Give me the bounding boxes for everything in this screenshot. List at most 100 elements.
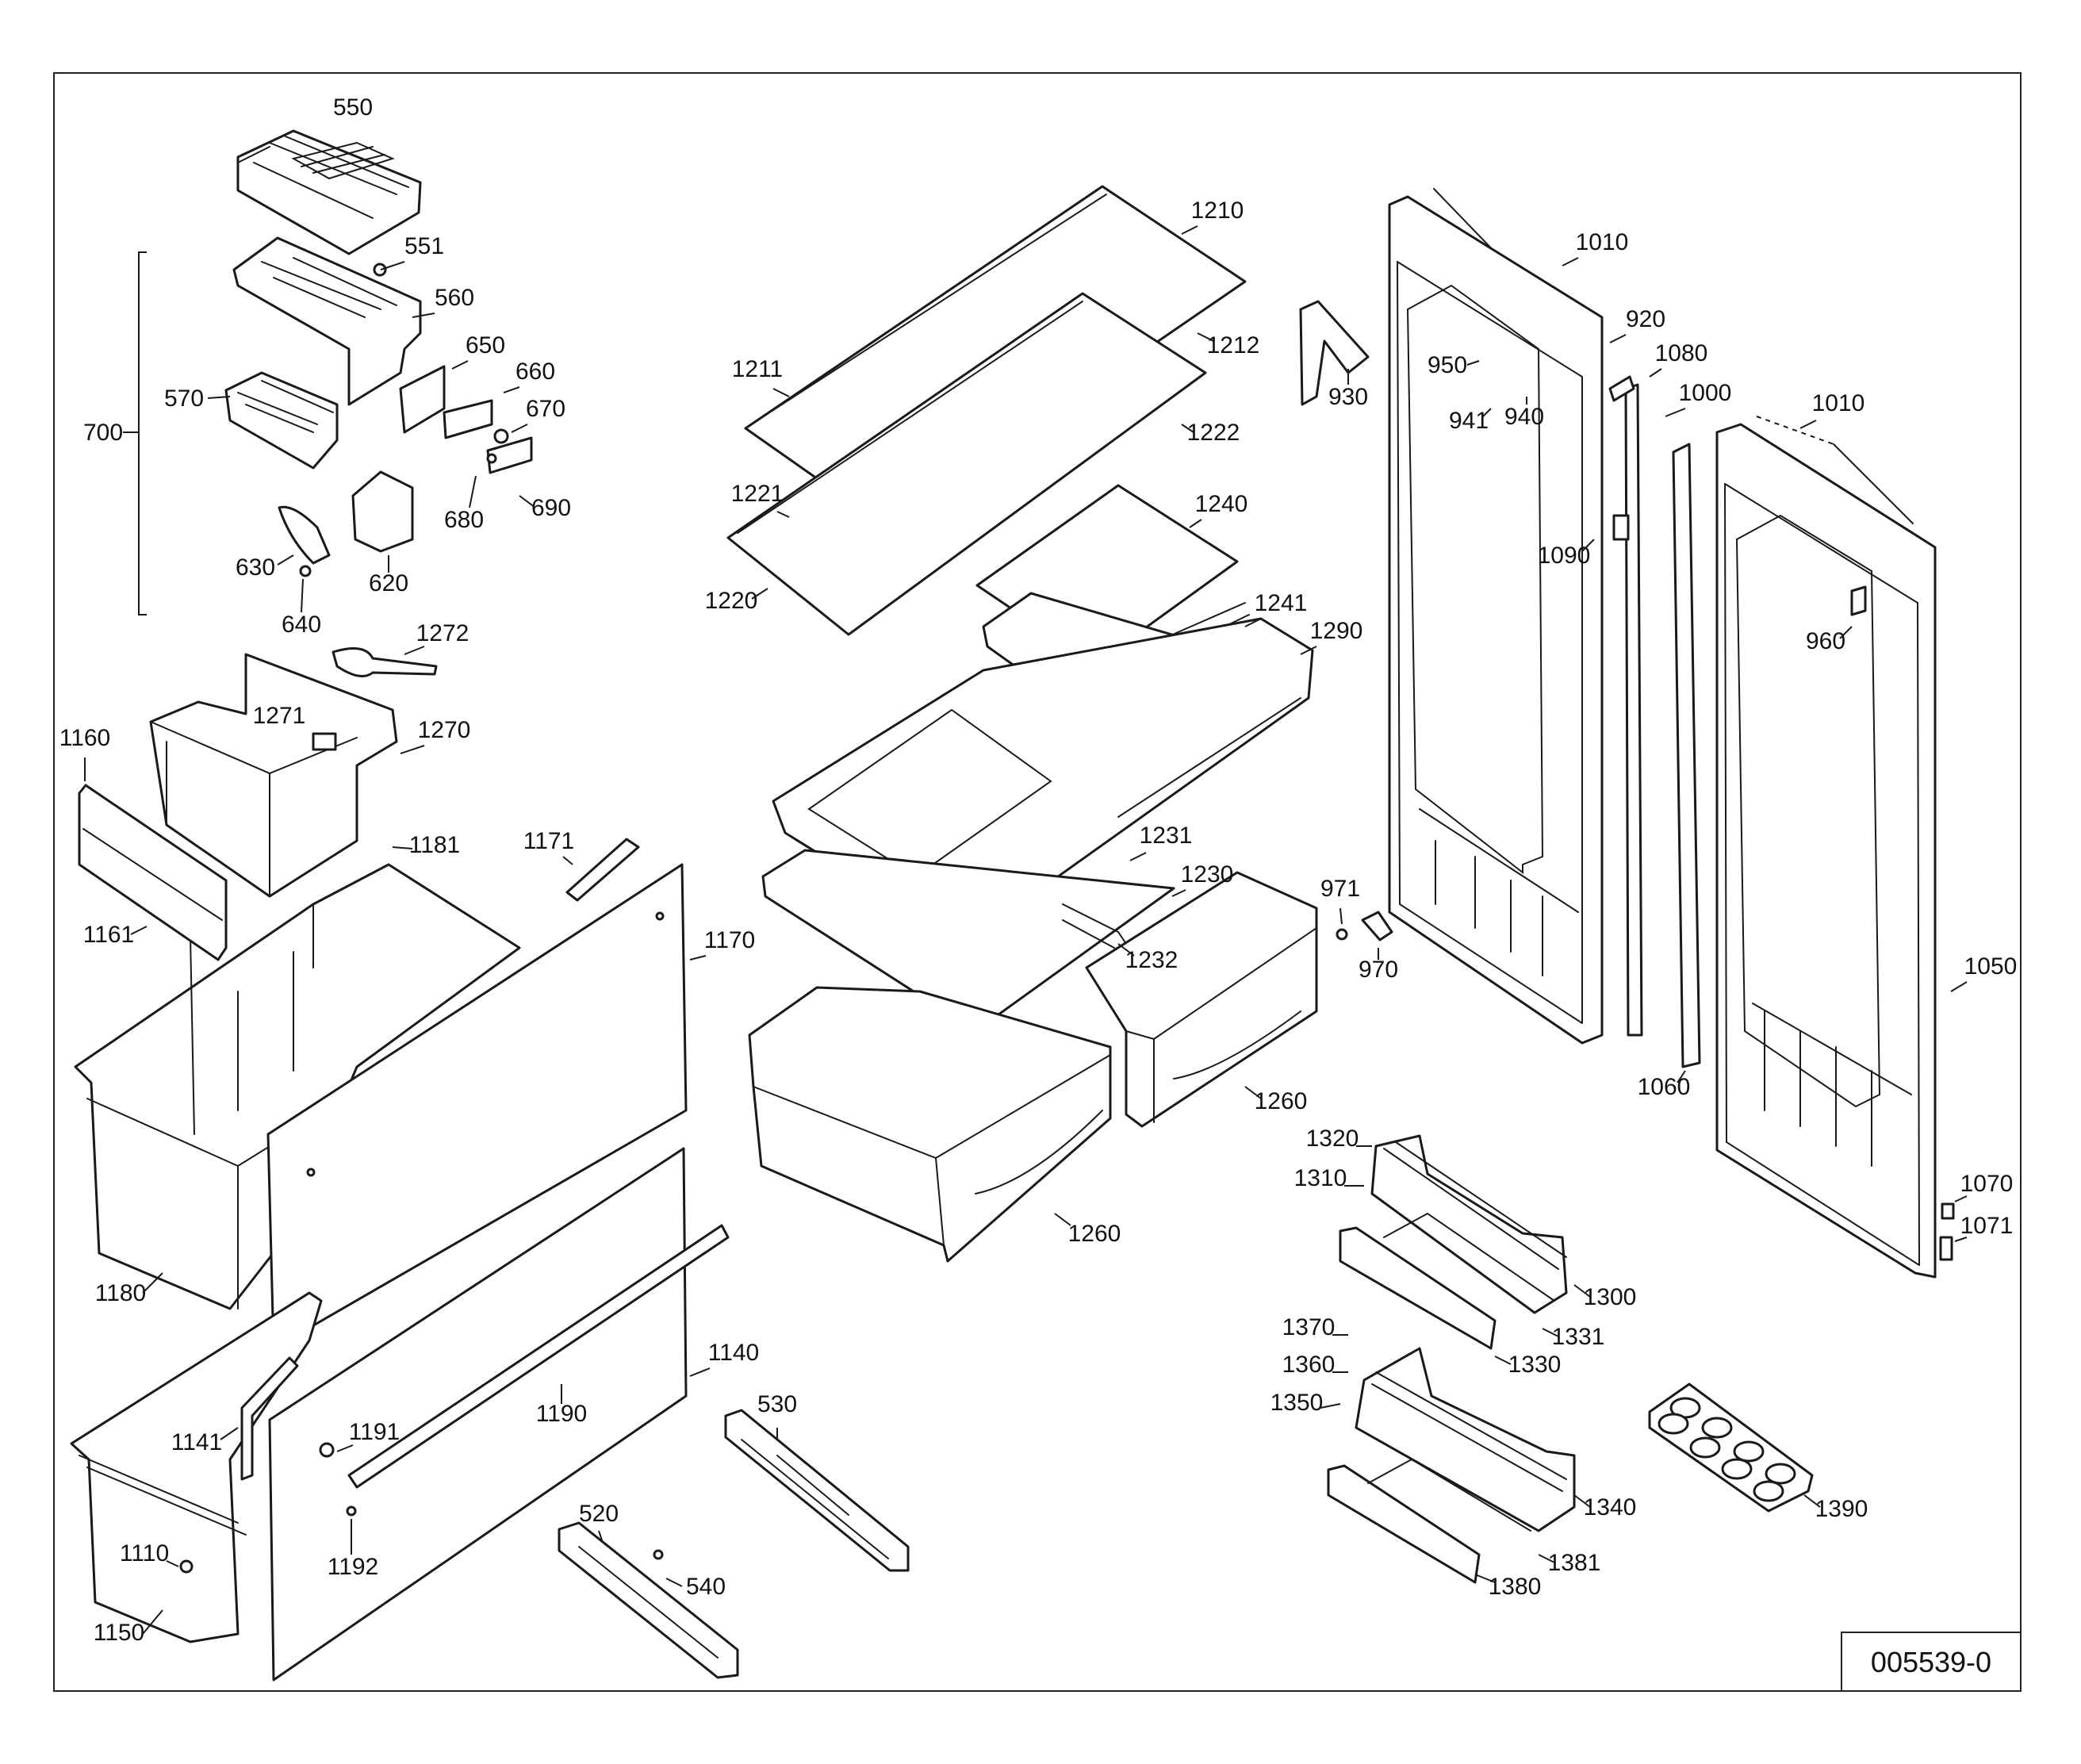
leader-line <box>1494 1356 1512 1365</box>
rails-520-530 <box>558 1409 910 1679</box>
callout-1192: 1192 <box>328 1554 379 1580</box>
leader-line <box>689 1367 711 1377</box>
callout-700: 700 <box>83 420 123 446</box>
callout-660: 660 <box>515 359 555 385</box>
callout-1191: 1191 <box>349 1419 400 1445</box>
callout-1340: 1340 <box>1584 1494 1637 1520</box>
ice-bin-1270 <box>149 647 438 898</box>
drawing-code: 005539-0 <box>1871 1646 1991 1678</box>
crisper-drawers <box>748 871 1318 1263</box>
callout-1171: 1171 <box>523 828 575 854</box>
callout-1110: 1110 <box>120 1540 169 1567</box>
callout-1310: 1310 <box>1294 1165 1347 1191</box>
leader-line <box>130 926 148 935</box>
leader-line <box>142 1272 163 1294</box>
callout-551: 551 <box>404 233 444 259</box>
leader-line <box>1799 420 1817 429</box>
leader-line <box>1954 1237 1968 1242</box>
callout-650: 650 <box>466 332 505 359</box>
callout-1080: 1080 <box>1655 340 1708 366</box>
callout-1300: 1300 <box>1584 1284 1637 1310</box>
callout-1360: 1360 <box>1282 1352 1336 1378</box>
leader-line <box>1197 332 1214 342</box>
callout-1381: 1381 <box>1548 1550 1601 1576</box>
callout-630: 630 <box>236 554 275 581</box>
freezer-drawer-1150 <box>70 1147 730 1682</box>
leader-line <box>665 1578 683 1587</box>
callout-1010a: 1010 <box>1576 229 1629 255</box>
ice-maker-assembly <box>138 129 533 615</box>
leader-line <box>776 511 790 518</box>
leader-line <box>1300 646 1317 655</box>
leader-line <box>689 955 707 961</box>
leader-line <box>1181 225 1198 235</box>
callout-1260b: 1260 <box>1255 1088 1308 1114</box>
callout-1161: 1161 <box>83 922 135 948</box>
callout-640: 640 <box>282 612 321 638</box>
leader-line <box>1950 981 1968 992</box>
leader-line <box>1665 408 1686 417</box>
callout-941: 941 <box>1449 408 1489 434</box>
leader-line <box>562 856 573 865</box>
callout-930: 930 <box>1328 384 1368 410</box>
callout-1181: 1181 <box>409 832 461 858</box>
callout-1060: 1060 <box>1638 1074 1691 1100</box>
leader-line <box>220 1427 239 1440</box>
callout-1212: 1212 <box>1207 332 1260 359</box>
leader-line <box>511 424 528 433</box>
leader-line <box>469 475 477 508</box>
leader-line <box>1117 943 1135 957</box>
leader-line <box>598 1530 604 1544</box>
callout-1211: 1211 <box>732 356 784 382</box>
leader-line <box>1677 1070 1686 1083</box>
leader-line <box>1054 1213 1071 1226</box>
callout-1222: 1222 <box>1187 420 1240 446</box>
callout-1272: 1272 <box>416 620 469 646</box>
callout-1190: 1190 <box>536 1401 588 1427</box>
callout-1071: 1071 <box>1960 1213 2014 1239</box>
leader-line <box>1129 852 1147 861</box>
leader-line <box>451 360 469 370</box>
callout-1350: 1350 <box>1270 1390 1324 1416</box>
leader-line <box>1181 424 1194 433</box>
leader-line <box>1562 257 1579 267</box>
callout-1271: 1271 <box>253 703 306 729</box>
leader-line <box>1649 368 1662 378</box>
egg-cups <box>1658 1397 1796 1502</box>
leader-line <box>1573 1494 1591 1508</box>
callout-550: 550 <box>333 94 373 121</box>
leader-line <box>1244 618 1262 627</box>
egg-cup <box>1721 1458 1753 1480</box>
callout-1240: 1240 <box>1195 491 1248 517</box>
callout-520: 520 <box>579 1501 619 1527</box>
callout-920: 920 <box>1626 306 1665 332</box>
leader-line <box>1839 626 1853 639</box>
callout-950: 950 <box>1428 352 1467 378</box>
callout-1140: 1140 <box>708 1340 760 1366</box>
leader-line <box>1542 1328 1559 1337</box>
callout-960: 960 <box>1806 628 1845 654</box>
callout-1150: 1150 <box>94 1620 145 1646</box>
door-1010-left <box>1299 188 1701 1068</box>
callout-971: 971 <box>1320 876 1360 902</box>
callout-1232: 1232 <box>1125 947 1178 973</box>
leader-line <box>1573 1284 1591 1298</box>
callout-1141: 1141 <box>171 1429 223 1455</box>
leader-line <box>336 1444 354 1452</box>
callout-1380: 1380 <box>1489 1574 1542 1600</box>
callout-1370: 1370 <box>1282 1314 1336 1340</box>
callout-1090: 1090 <box>1538 543 1591 569</box>
callout-560: 560 <box>435 285 474 311</box>
callout-680: 680 <box>444 507 484 533</box>
callout-1230: 1230 <box>1181 861 1234 888</box>
egg-cup <box>1689 1436 1721 1459</box>
door-bin-1340 <box>1327 1347 1576 1584</box>
leader-line <box>142 1609 163 1635</box>
leader-line <box>207 396 231 399</box>
leader-line <box>404 646 425 655</box>
callout-1390: 1390 <box>1815 1496 1868 1522</box>
leader-line <box>772 388 790 397</box>
egg-cup <box>1753 1480 1784 1502</box>
